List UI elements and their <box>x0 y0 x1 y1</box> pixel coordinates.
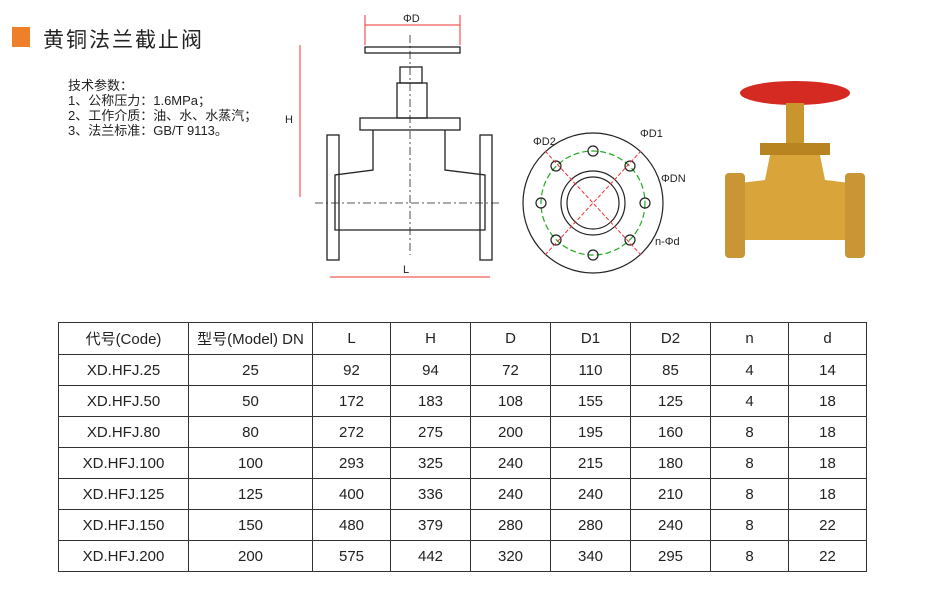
valve-side-drawing: ΦD H L <box>285 13 500 278</box>
table-cell: 110 <box>550 354 631 386</box>
table-cell: 50 <box>188 385 313 417</box>
table-cell: 215 <box>550 447 631 479</box>
label-phiD2: ΦD2 <box>533 136 556 148</box>
table-cell: 183 <box>390 385 471 417</box>
table-cell: d <box>788 322 867 355</box>
table-cell: 8 <box>710 509 789 541</box>
table-cell: 155 <box>550 385 631 417</box>
table-cell: 336 <box>390 478 471 510</box>
table-cell: 280 <box>470 509 551 541</box>
table-cell: XD.HFJ.25 <box>58 354 189 386</box>
table-cell: 100 <box>188 447 313 479</box>
table-cell: 18 <box>788 447 867 479</box>
table-cell: 代号(Code) <box>58 322 189 355</box>
table-cell: 210 <box>630 478 711 510</box>
table-cell: 293 <box>312 447 391 479</box>
label-phiDN: ΦDN <box>661 173 686 185</box>
table-cell: 160 <box>630 416 711 448</box>
table-cell: D1 <box>550 322 631 355</box>
table-cell: 22 <box>788 540 867 572</box>
table-cell: 275 <box>390 416 471 448</box>
table-cell: 150 <box>188 509 313 541</box>
table-cell: 80 <box>188 416 313 448</box>
table-cell: 320 <box>470 540 551 572</box>
table-cell: 8 <box>710 540 789 572</box>
table-cell: XD.HFJ.125 <box>58 478 189 510</box>
table-cell: 400 <box>312 478 391 510</box>
table-cell: 442 <box>390 540 471 572</box>
param-item: 2、工作介质：油、水、水蒸汽； <box>68 108 258 123</box>
table-cell: 8 <box>710 447 789 479</box>
table-cell: 180 <box>630 447 711 479</box>
table-cell: 200 <box>470 416 551 448</box>
table-cell: L <box>312 322 391 355</box>
table-cell: 340 <box>550 540 631 572</box>
table-cell: D <box>470 322 551 355</box>
table-cell: 195 <box>550 416 631 448</box>
table-cell: 72 <box>470 354 551 386</box>
table-cell: 240 <box>630 509 711 541</box>
table-cell: 172 <box>312 385 391 417</box>
table-cell: 92 <box>312 354 391 386</box>
label-phiD1: ΦD1 <box>640 128 663 140</box>
table-cell: 94 <box>390 354 471 386</box>
table-cell: XD.HFJ.80 <box>58 416 189 448</box>
label-phiD: ΦD <box>403 13 420 25</box>
table-cell: 18 <box>788 385 867 417</box>
table-cell: 272 <box>312 416 391 448</box>
flange-drawing: ΦD2 ΦD1 ΦDN n-Φd <box>522 128 686 274</box>
table-cell: 8 <box>710 416 789 448</box>
table-cell: 200 <box>188 540 313 572</box>
table-cell: 25 <box>188 354 313 386</box>
table-cell: 295 <box>630 540 711 572</box>
table-cell: 22 <box>788 509 867 541</box>
table-cell: 125 <box>630 385 711 417</box>
table-cell: 240 <box>470 478 551 510</box>
table-cell: H <box>390 322 471 355</box>
table-cell: XD.HFJ.150 <box>58 509 189 541</box>
table-cell: 280 <box>550 509 631 541</box>
table-cell: 4 <box>710 354 789 386</box>
table-cell: 18 <box>788 416 867 448</box>
table-cell: 85 <box>630 354 711 386</box>
params-heading: 技术参数： <box>68 78 134 93</box>
table-cell: 240 <box>550 478 631 510</box>
table-cell: 379 <box>390 509 471 541</box>
table-cell: n <box>710 322 789 355</box>
table-cell: 14 <box>788 354 867 386</box>
table-cell: 575 <box>312 540 391 572</box>
table-cell: 325 <box>390 447 471 479</box>
table-cell: 240 <box>470 447 551 479</box>
table-cell: XD.HFJ.100 <box>58 447 189 479</box>
table-cell: 4 <box>710 385 789 417</box>
table-cell: 108 <box>470 385 551 417</box>
table-cell: 18 <box>788 478 867 510</box>
table-cell: 8 <box>710 478 789 510</box>
table-cell: XD.HFJ.50 <box>58 385 189 417</box>
valve-photo <box>725 81 865 258</box>
table-cell: XD.HFJ.200 <box>58 540 189 572</box>
page-title: 黄铜法兰截止阀 <box>43 29 204 52</box>
tech-params: 技术参数： 1、公称压力：1.6MPa； 2、工作介质：油、水、水蒸汽； 3、法… <box>68 78 257 138</box>
table-cell: 125 <box>188 478 313 510</box>
table-cell: 480 <box>312 509 391 541</box>
table-cell: D2 <box>630 322 711 355</box>
label-H: H <box>285 114 293 126</box>
section-marker <box>12 27 30 47</box>
label-L: L <box>403 264 409 276</box>
param-item: 1、公称压力：1.6MPa； <box>68 93 212 108</box>
param-item: 3、法兰标准：GB/T 9113。 <box>68 123 228 138</box>
label-n-phid: n-Φd <box>655 236 680 248</box>
table-cell: 型号(Model) DN <box>188 322 313 355</box>
